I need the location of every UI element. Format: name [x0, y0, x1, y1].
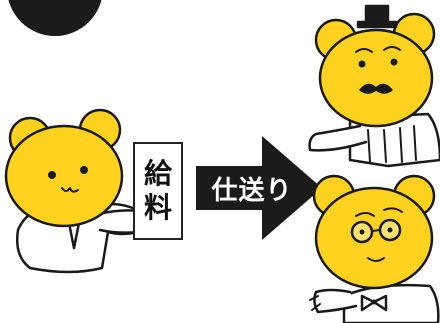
salary-card: 給 料: [133, 142, 183, 240]
black-circle-icon: [8, 0, 102, 36]
left-bear-icon: [4, 108, 146, 274]
top-hat-bear-icon: [308, 4, 440, 168]
salary-char-1: 給: [143, 157, 172, 190]
glasses-bear-icon: [309, 174, 440, 323]
salary-char-2: 料: [143, 191, 172, 224]
right-arrow-icon: [196, 136, 322, 240]
arrow-label: 仕送り: [211, 175, 293, 206]
